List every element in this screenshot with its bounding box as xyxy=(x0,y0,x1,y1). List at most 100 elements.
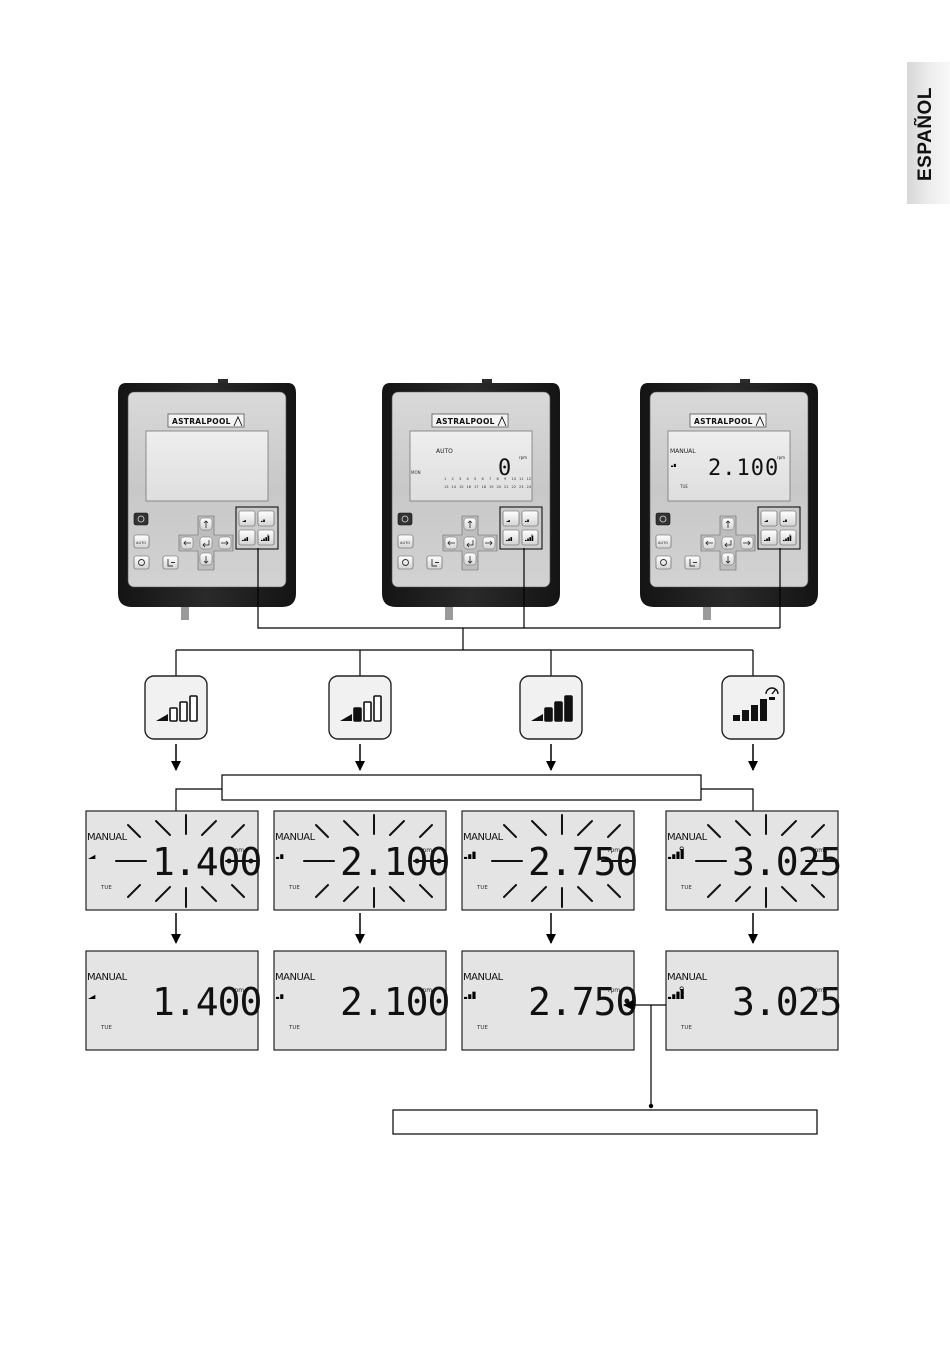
speed-keys xyxy=(757,506,801,550)
svg-text:24: 24 xyxy=(527,485,532,489)
left-button[interactable] xyxy=(444,536,458,550)
enter-button[interactable] xyxy=(721,536,735,550)
exit-button[interactable] xyxy=(162,555,179,570)
svg-text:2: 2 xyxy=(452,477,454,481)
speed-key-2[interactable] xyxy=(257,510,275,527)
display-rpm-unit: rpm xyxy=(232,987,244,994)
display-mode-label: MANUAL xyxy=(87,972,128,983)
right-button[interactable] xyxy=(218,536,232,550)
auto-button[interactable]: AUTO xyxy=(655,534,672,549)
navigation-pad xyxy=(178,515,234,571)
speed-key-3[interactable] xyxy=(760,529,778,546)
enter-button[interactable] xyxy=(463,536,477,550)
svg-text:AUTO: AUTO xyxy=(400,541,410,545)
svg-text:13: 13 xyxy=(444,485,449,489)
enter-icon xyxy=(202,540,210,548)
speed-key-1[interactable] xyxy=(502,510,520,527)
enter-icon xyxy=(724,540,732,548)
speed-key-2-icon xyxy=(783,519,787,522)
caption-box-blinking xyxy=(221,774,702,801)
junction-dot xyxy=(648,1103,654,1109)
lcd-day: TUE xyxy=(679,484,688,489)
settings-button[interactable] xyxy=(397,555,414,570)
svg-text:8: 8 xyxy=(497,477,500,481)
blink-rays xyxy=(303,814,445,908)
left-arrow-icon xyxy=(447,540,455,546)
speed-key-4[interactable] xyxy=(779,529,797,546)
svg-text:18: 18 xyxy=(482,485,487,489)
enter-button[interactable] xyxy=(199,536,213,550)
display-speed-indicator xyxy=(464,851,476,859)
svg-text:6: 6 xyxy=(482,477,485,481)
display-mode-label: MANUAL xyxy=(275,972,316,983)
exit-icon xyxy=(689,559,697,567)
display-day-label: TUE xyxy=(288,1025,300,1031)
svg-text:12: 12 xyxy=(527,477,532,481)
speed-key-3[interactable] xyxy=(238,529,256,546)
up-button[interactable] xyxy=(199,517,213,531)
controller-lcd xyxy=(667,430,791,502)
settings-button[interactable] xyxy=(655,555,672,570)
blinking-displays: MANUAL1.400rpmTUEMANUAL2.100rpmTUEMANUAL… xyxy=(85,810,842,911)
power-button[interactable] xyxy=(397,512,413,526)
display-speed-indicator xyxy=(464,991,476,999)
connector-lines xyxy=(175,548,781,676)
speed-key-2[interactable] xyxy=(521,510,539,527)
speed-key-4[interactable] xyxy=(521,529,539,546)
gear-icon xyxy=(660,559,667,566)
speed-1-button[interactable] xyxy=(144,675,208,740)
up-button[interactable] xyxy=(721,517,735,531)
speed-key-2[interactable] xyxy=(779,510,797,527)
display-screen xyxy=(273,950,447,1051)
display-day-label: TUE xyxy=(100,1025,112,1031)
speed-3-button[interactable] xyxy=(519,675,583,740)
svg-text:3: 3 xyxy=(459,477,461,481)
svg-text:4: 4 xyxy=(467,477,470,481)
left-button[interactable] xyxy=(702,536,716,550)
svg-text:5: 5 xyxy=(474,477,476,481)
blink-rays xyxy=(491,814,633,908)
speed-key-1-icon xyxy=(242,519,246,522)
power-icon xyxy=(659,515,667,523)
power-button[interactable] xyxy=(133,512,149,526)
down-button[interactable] xyxy=(463,552,477,566)
display-screen xyxy=(665,950,839,1051)
speed-key-1[interactable] xyxy=(238,510,256,527)
speed-keys xyxy=(499,506,543,550)
bottom-caption-connectors xyxy=(623,1000,666,1106)
speed-key-4[interactable] xyxy=(257,529,275,546)
display-day-label: TUE xyxy=(680,1025,692,1031)
display-speed-indicator xyxy=(88,994,96,999)
down-button[interactable] xyxy=(199,552,213,566)
exit-button[interactable] xyxy=(684,555,701,570)
power-button[interactable] xyxy=(655,512,671,526)
right-button[interactable] xyxy=(740,536,754,550)
speed-2-button[interactable] xyxy=(328,675,392,740)
lcd-day: MON xyxy=(411,470,421,475)
up-button[interactable] xyxy=(463,517,477,531)
right-button[interactable] xyxy=(482,536,496,550)
auto-button[interactable]: AUTO xyxy=(397,534,414,549)
speed-key-1[interactable] xyxy=(760,510,778,527)
display-mode-label: MANUAL xyxy=(667,972,708,983)
display-screen xyxy=(85,950,259,1051)
lcd-rpm-unit: rpm xyxy=(777,455,785,460)
display-day-label: TUE xyxy=(476,885,488,891)
exit-button[interactable] xyxy=(426,555,443,570)
left-arrow-icon xyxy=(705,540,713,546)
svg-text:AUTO: AUTO xyxy=(658,541,668,545)
svg-text:16: 16 xyxy=(467,485,472,489)
speed-key-3-icon xyxy=(506,537,513,541)
left-button[interactable] xyxy=(180,536,194,550)
speed-4-button[interactable] xyxy=(721,675,785,740)
blink-rays xyxy=(115,814,257,908)
display-speed-indicator xyxy=(668,846,684,859)
auto-button[interactable]: AUTO xyxy=(133,534,150,549)
settings-button[interactable] xyxy=(133,555,150,570)
speed-key-3[interactable] xyxy=(502,529,520,546)
down-button[interactable] xyxy=(721,552,735,566)
